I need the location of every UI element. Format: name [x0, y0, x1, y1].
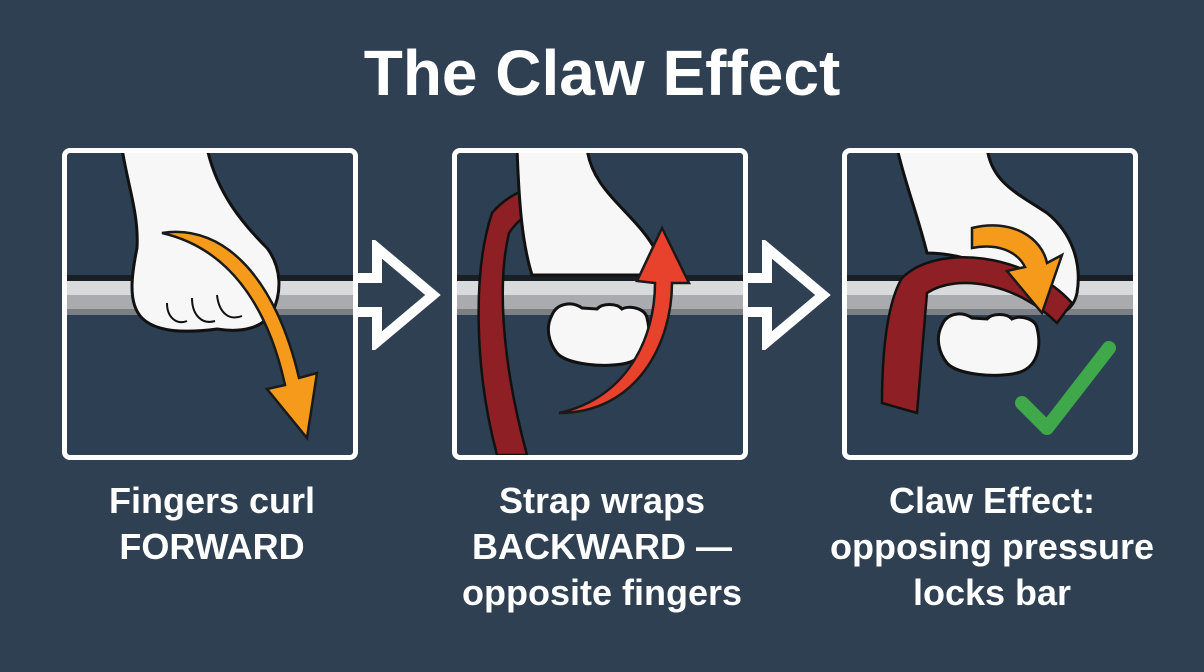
press-arrow-icon [970, 224, 1065, 316]
caption-line: opposing pressure [829, 526, 1155, 567]
caption-line: locks bar [912, 572, 1072, 613]
caption-line: opposite fingers [461, 572, 743, 613]
caption-line: FORWARD [119, 526, 305, 567]
caption-strap-wraps: Strap wraps BACKWARD — opposite fingers [422, 478, 782, 616]
panel-claw-effect [842, 148, 1138, 460]
caption-line: Strap wraps [498, 480, 706, 521]
curl-forward-arrow-icon [161, 230, 319, 441]
panel-strap-wraps [452, 148, 748, 460]
next-arrow-icon [355, 240, 441, 350]
caption-fingers-curl: Fingers curl FORWARD [32, 478, 392, 570]
caption-line: Fingers curl [108, 480, 316, 521]
page-title: The Claw Effect [363, 37, 841, 109]
caption-line: BACKWARD — [472, 526, 732, 567]
checkmark-icon [1015, 341, 1116, 435]
caption-line: Claw Effect: [888, 480, 1096, 521]
hand-icon [515, 153, 659, 367]
wrap-backward-arrow-icon [558, 225, 692, 415]
strap-icon [880, 256, 1074, 415]
panel-fingers-curl [62, 148, 358, 460]
next-arrow-icon [745, 240, 831, 350]
caption-claw-effect: Claw Effect: opposing pressure locks bar [812, 478, 1172, 616]
